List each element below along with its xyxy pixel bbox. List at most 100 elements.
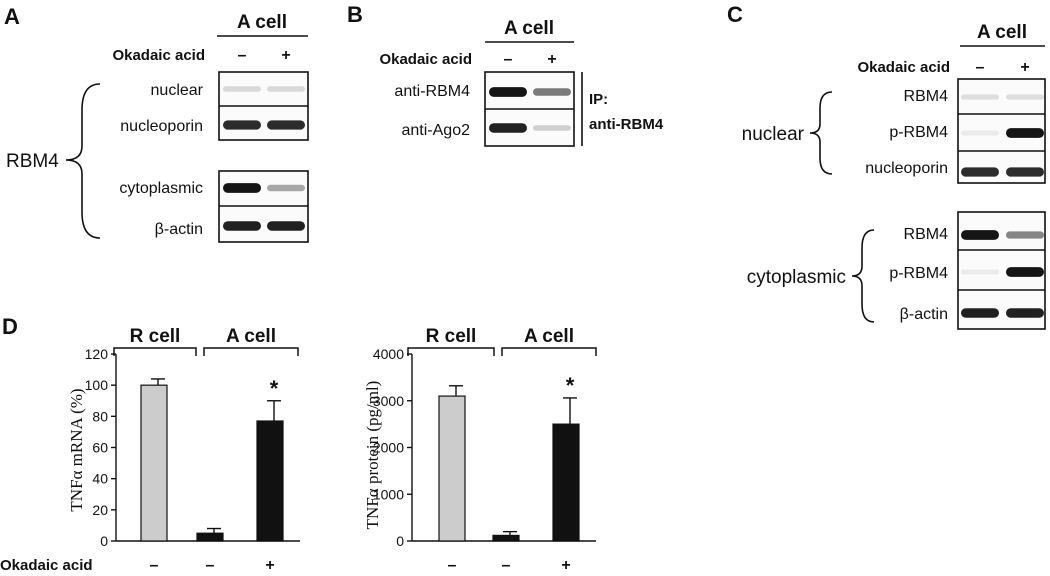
panel-c-row-beta-actin: β-actin: [900, 306, 948, 323]
panel-a-letter: A: [4, 4, 20, 29]
panel-c-group-cytoplasmic: cytoplasmic: [747, 267, 846, 288]
panel-c-nuclear-band: [1006, 94, 1044, 100]
chart-tnf-protein-significance-mark: *: [566, 373, 575, 398]
chart-tnf-protein-group-bracket: [407, 347, 495, 356]
chart-tnf-protein-y-tick-label: 3000: [373, 393, 404, 409]
panel-a-row-beta-actin: β-actin: [155, 221, 203, 238]
panel-c-row-nucleoporin: nucleoporin: [865, 160, 948, 177]
panel-a-row-nucleoporin: nucleoporin: [120, 118, 203, 135]
panel-b-header: A cell: [504, 18, 554, 39]
panel-c-nuclear-band: [1006, 128, 1044, 138]
panel-c-brace-cytoplasmic: [851, 229, 875, 323]
chart-tnf-mrna-bar: [196, 532, 224, 542]
panel-c-nuclear-band: [1006, 167, 1044, 177]
chart-tnf-protein-y-tick-label: 2000: [373, 440, 404, 456]
panel-b-lane-minus: –: [504, 51, 513, 68]
chart-tnf-mrna-y-tick-label: 60: [92, 440, 108, 456]
panel-c-row-p-rbm4-cytoplasmic: p-RBM4: [889, 265, 948, 282]
chart-tnf-mrna-y-tick-label: 80: [92, 408, 108, 424]
chart-tnf-mrna-group-label: A cell: [226, 326, 276, 347]
chart-tnf-mrna-y-tick-label: 0: [100, 533, 108, 549]
chart-tnf-mrna-treatment-sign: –: [206, 557, 215, 574]
panel-d-treatment-label: Okadaic acid: [0, 557, 93, 574]
chart-tnf-mrna-y-tick-label: 20: [92, 502, 108, 518]
panel-c-lane-minus: –: [976, 59, 985, 76]
panel-c-brace-nuclear: [809, 91, 833, 175]
chart-tnf-protein-y-tick-label: 4000: [373, 346, 404, 362]
panel-d-letter: D: [2, 314, 18, 339]
chart-tnf-protein-y-tick-label: 1000: [373, 486, 404, 502]
chart-tnf-mrna-y-tick-label: 120: [85, 346, 109, 362]
panel-c: C A cell Okadaic acid – + RBM4 p-RBM4 nu…: [727, 2, 1046, 330]
panel-b-treatment-label: Okadaic acid: [379, 51, 472, 68]
panel-c-cytoplasmic-band: [1006, 231, 1044, 239]
panel-a-lane-minus: –: [238, 47, 247, 64]
panel-b-row-anti-ago2: anti-Ago2: [402, 122, 471, 139]
chart-tnf-mrna-significance-mark: *: [270, 376, 279, 401]
chart-tnf-protein: TNFα protein (pg/ml) 01000200030004000––…: [363, 326, 597, 574]
panel-b-band: [533, 125, 571, 131]
panel-b-band: [489, 87, 527, 97]
panel-b-bands: [489, 87, 571, 133]
panel-a-bands: [223, 86, 305, 231]
panel-c-letter: C: [727, 2, 743, 27]
chart-tnf-protein-ylabel: TNFα protein (pg/ml): [363, 381, 382, 530]
chart-tnf-protein-bar: [438, 395, 466, 542]
panel-c-row-rbm4-nuclear: RBM4: [904, 88, 949, 105]
chart-tnf-protein-group-bracket: [501, 347, 597, 356]
panel-b-row-anti-rbm4: anti-RBM4: [394, 83, 470, 100]
panel-a: A A cell Okadaic acid – + nuclear nucleo…: [4, 4, 309, 243]
panel-a-band: [223, 221, 261, 231]
panel-a-band: [267, 120, 305, 130]
panel-d: D Okadaic acid TNFα mRNA (%) 02040608010…: [0, 314, 597, 574]
panel-b-band: [489, 123, 527, 133]
panel-b-ip-line1: IP:: [589, 91, 608, 108]
panel-a-band: [267, 184, 305, 192]
panel-c-nuclear-band: [961, 94, 999, 100]
chart-tnf-mrna-group-label: R cell: [130, 326, 181, 347]
panel-c-cytoplasmic-band: [961, 269, 999, 275]
chart-tnf-mrna-y-tick-label: 100: [85, 377, 109, 393]
chart-tnf-mrna-treatment-sign: –: [150, 557, 159, 574]
panel-a-band: [223, 120, 261, 130]
chart-tnf-mrna-treatment-sign: +: [265, 557, 274, 574]
panel-b-letter: B: [347, 2, 363, 27]
chart-tnf-protein-treatment-sign: –: [448, 557, 457, 574]
chart-tnf-protein-treatment-sign: +: [561, 557, 570, 574]
panel-a-band: [267, 86, 305, 92]
panel-a-row-cytoplasmic: cytoplasmic: [119, 180, 203, 197]
chart-tnf-protein-bar: [552, 423, 580, 542]
chart-tnf-protein-bar: [492, 534, 520, 542]
panel-b: B A cell Okadaic acid – + anti-RBM4 anti…: [347, 2, 664, 147]
panel-a-band: [223, 183, 261, 193]
panel-c-header: A cell: [977, 22, 1027, 43]
panel-c-cytoplasmic-band: [961, 308, 999, 318]
panel-c-nuclear-band: [961, 167, 999, 177]
panel-c-cytoplasmic-band: [961, 230, 999, 240]
panel-c-nuclear-band: [961, 130, 999, 136]
panel-c-bands: [961, 94, 1044, 318]
panel-c-treatment-label: Okadaic acid: [857, 59, 950, 76]
chart-tnf-mrna-bar: [256, 420, 284, 542]
panel-c-cytoplasmic-band: [1006, 267, 1044, 277]
panel-a-row-nuclear: nuclear: [151, 82, 204, 99]
chart-tnf-protein-group-label: A cell: [524, 326, 574, 347]
chart-tnf-protein-y-tick-label: 0: [396, 533, 404, 549]
panel-b-band: [533, 88, 571, 96]
panel-a-lane-plus: +: [281, 47, 290, 64]
panel-a-header: A cell: [237, 12, 287, 33]
panel-c-row-p-rbm4-nuclear: p-RBM4: [889, 124, 948, 141]
panel-a-band: [267, 221, 305, 231]
chart-tnf-mrna-marks: 0 20 40 60 80 100 120 – – * + R cell A cell: [85, 326, 300, 574]
panel-a-brace: [65, 83, 101, 239]
chart-tnf-mrna-group-bracket: [113, 347, 197, 356]
chart-tnf-mrna-y-tick-label: 40: [92, 471, 108, 487]
panel-c-cytoplasmic-band: [1006, 308, 1044, 318]
panel-c-row-rbm4-cytoplasmic: RBM4: [904, 226, 949, 243]
panel-b-lane-plus: +: [547, 51, 556, 68]
chart-tnf-mrna-group-bracket: [203, 347, 299, 356]
panel-a-band: [223, 86, 261, 92]
